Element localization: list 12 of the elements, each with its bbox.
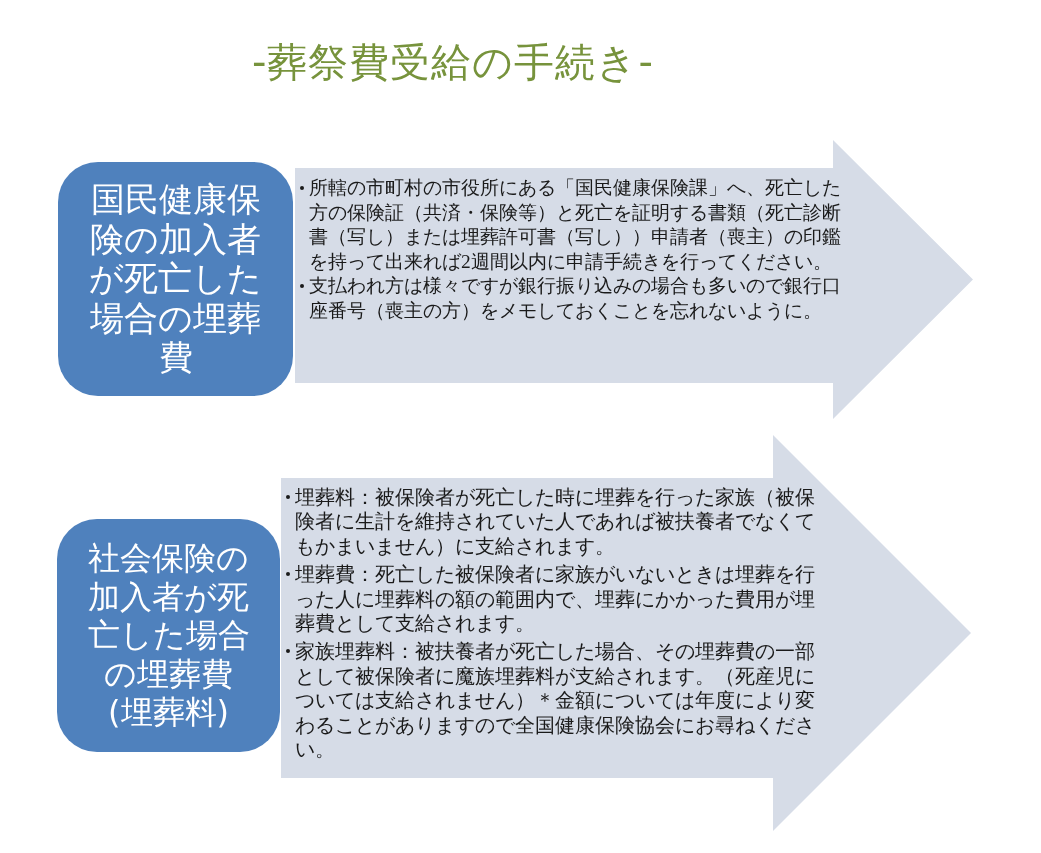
category-label: 国民健康保険の加入者が死亡した場合の埋葬費 [88,180,263,378]
category-label: 社会保険の加入者が死亡した場合の埋葬費(埋葬料) [86,539,251,732]
bullet-text: 埋葬料：被保険者が死亡した時に埋葬を行った家族（被保険者に生計を維持されていた人であれば被扶養者でなくてもかまいません）に支給されます。 [295,485,816,559]
pointed-banner [295,140,973,419]
pointed-banner [281,435,971,831]
bullet-text: 支払われ方は様々ですが銀行振り込みの場合も多いので銀行口座番号（喪主の方）をメモしておくことを忘れないように。 [309,274,842,323]
bullet-text: 所轄の市町村の市役所にある「国民健康保険課」へ、死亡した方の保険証（共済・保険等）と死亡を証明する書類（死亡診断書（写し）または埋葬許可書（写し））申請者（喪主）の印鑑を持って出来れば2週間以内に申請手続きを行ってください。 [309,176,842,274]
page-title: -葬祭費受給の手続き- [252,38,654,87]
bullet-text: 家族埋葬料：被扶養者が死亡した場合、その埋葬費の一部として被保険者に魔族埋葬料が支給されます。（死産児については支給されません）＊金額については年度により変わることがありますので全国健康保険協会にお尋ねください。 [295,639,816,762]
category-box [57,519,280,752]
bullet-text: 埋葬費：死亡した被保険者に家族がいないときは埋葬を行った人に埋葬料の額の範囲内で、埋葬にかかった費用が埋葬費として支給されます。 [295,562,816,636]
category-box [58,162,293,396]
